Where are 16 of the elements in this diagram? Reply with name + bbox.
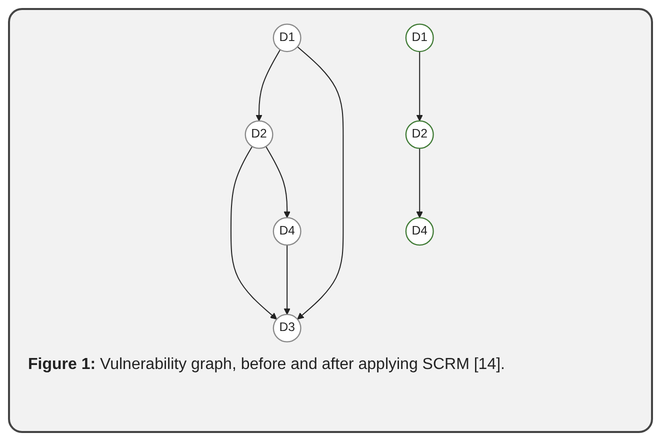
arrow <box>416 52 423 122</box>
node-circle <box>405 217 434 246</box>
arrow <box>256 49 281 122</box>
arrow <box>284 245 290 315</box>
figure-panel: D1 D2 D4 D3 D1 D2 D4 Figure 1: Vulnerability graph, before and after applying SCRM [14]. <box>8 8 653 433</box>
arrow <box>265 146 290 218</box>
node-circle <box>272 314 302 342</box>
node-circle <box>272 217 302 246</box>
node-circle <box>405 120 434 149</box>
node-circle <box>244 120 274 149</box>
figure-caption: Figure 1: Vulnerability graph, before and after applying SCRM [14]. <box>28 355 506 375</box>
node-circle <box>405 24 434 52</box>
arrow <box>296 46 344 320</box>
node-circle <box>272 24 302 52</box>
arrow <box>416 148 423 218</box>
arrow <box>230 146 277 320</box>
